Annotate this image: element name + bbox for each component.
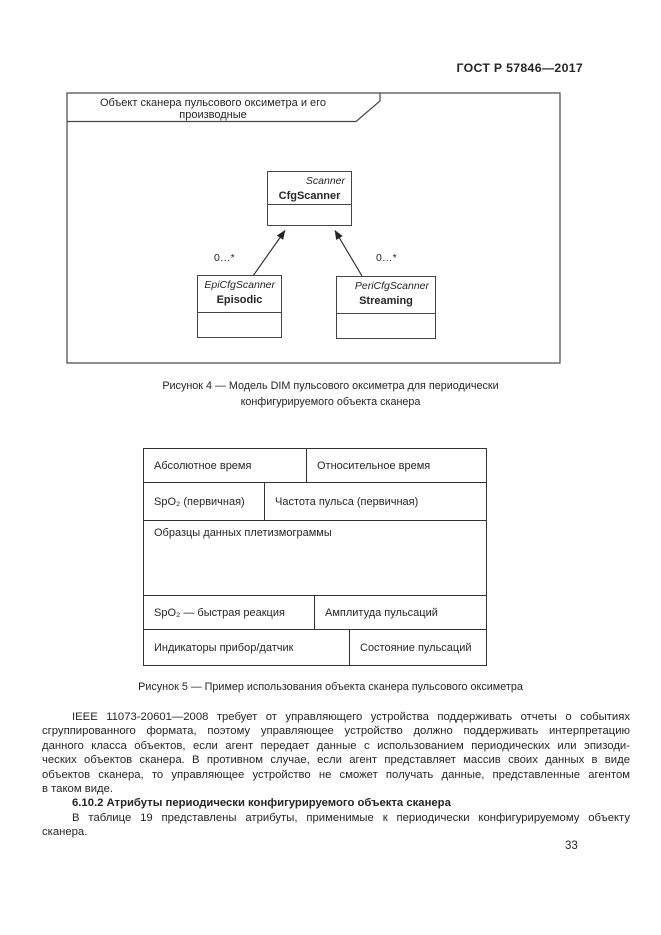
class-name: CfgScanner (278, 190, 341, 202)
body-text: IEEE 11073-20601—2008 требует от управля… (42, 710, 630, 840)
multiplicity-left: 0...* (214, 252, 236, 264)
package-tab-label: Объект сканера пульсового оксиметра и ег… (99, 97, 327, 121)
table-row-2: SpO₂ (первичная) Частота пульса (первичн… (144, 482, 486, 520)
class-stereotype: Scanner (305, 175, 345, 187)
figure5-caption: Рисунок 5 — Пример использования объекта… (138, 681, 523, 693)
table-cell-spo2-primary: SpO₂ (первичная) (144, 483, 265, 520)
section-heading: 6.10.2 Атрибуты периодически конфигуриру… (72, 797, 451, 810)
table-row-5: Индикаторы прибор/датчик Состояние пульс… (144, 629, 486, 665)
class-compartment (198, 312, 281, 337)
class-compartment (337, 313, 435, 338)
table-cell-plethysmogram-samples: Образцы данных плетизмограммы (154, 527, 332, 539)
inheritance-arrow-left (252, 230, 286, 277)
paragraph1-line: данного класса объектов, если агент пере… (42, 739, 630, 752)
paragraph2-line: В таблице 19 представлены атрибуты, прим… (72, 811, 630, 824)
figure4-caption: Рисунок 4 — Модель DIM пульсового оксиме… (0, 378, 661, 410)
uml-class-cfgscanner: Scanner CfgScanner (267, 171, 352, 226)
page-header: ГОСТ Р 57846—2017 (456, 61, 583, 75)
table-row-4: SpO₂ — быстрая реакция Амплитуда пульсац… (144, 595, 486, 629)
paragraph1-line: IEEE 11073-20601—2008 требует от управля… (72, 711, 630, 723)
uml-class-pericfgscanner: PeriCfgScanner Streaming (336, 276, 436, 339)
class-compartment (268, 204, 351, 225)
figure5-table: Абсолютное время Относительное время SpO… (143, 448, 487, 666)
table-cell-absolute-time: Абсолютное время (144, 449, 307, 482)
paragraph1-line: в таком виде. (42, 783, 114, 796)
table-row-1: Абсолютное время Относительное время (144, 449, 486, 482)
table-cell-pulsation-amplitude: Амплитуда пульсаций (325, 606, 438, 619)
paragraph1-line: объектов сканера, то управляющее устройс… (42, 768, 630, 781)
paragraph2-line: сканера. (42, 826, 88, 839)
class-stereotype: PeriCfgScanner (354, 280, 429, 292)
multiplicity-right: 0...* (376, 252, 398, 264)
table-cell-relative-time: Относительное время (317, 459, 431, 472)
table-cell-device-sensor-indicators: Индикаторы прибор/датчик (144, 630, 350, 665)
page-number: 33 (565, 840, 578, 852)
paragraph1-line: сгруппированного формата, поэтому управл… (42, 725, 630, 738)
figure4-caption-line2: конфигурируемого объекта сканера (240, 396, 421, 408)
package-tab (67, 93, 381, 123)
uml-class-epicfgscanner: EpiCfgScanner Episodic (197, 275, 282, 338)
table-row-3: Образцы данных плетизмограммы (144, 520, 486, 595)
class-stereotype: EpiCfgScanner (204, 279, 275, 291)
paragraph1-line: ческих объектов сканера. В противном слу… (42, 754, 630, 767)
table-cell-spo2-fast: SpO₂ — быстрая реакция (144, 596, 315, 629)
package-outline (66, 92, 561, 364)
inheritance-arrow-right (334, 230, 363, 277)
class-name: Streaming (359, 295, 413, 307)
table-cell-pulsation-state: Состояние пульсаций (360, 641, 472, 654)
figure4-caption-line1: Рисунок 4 — Модель DIM пульсового оксиме… (162, 380, 499, 392)
class-name: Episodic (216, 294, 263, 306)
table-cell-pulse-rate-primary: Частота пульса (первичная) (275, 495, 419, 508)
